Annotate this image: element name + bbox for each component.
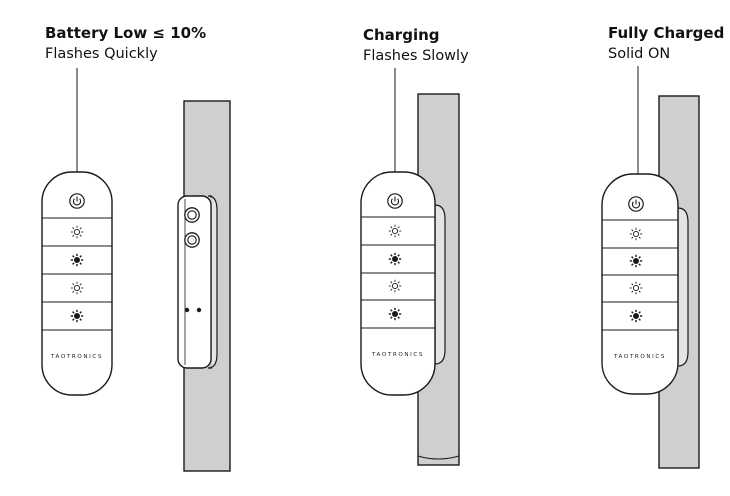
mount-edge [677,207,689,367]
screw-icon [184,307,190,313]
label-battery-low: Battery Low ≤ 10% Flashes Quickly [45,24,206,64]
label-desc: Solid ON [608,46,671,62]
remote-control-2: TAOTRONICS [360,171,436,396]
label-title: Battery Low ≤ 10% [45,24,207,42]
magnet-icon [184,232,200,248]
remote-control-3: TAOTRONICS [601,173,679,395]
remote-control-1: TAOTRONICS [41,171,113,396]
label-desc: Flashes Quickly [45,46,158,62]
screw-icon [196,307,202,313]
brand-logo: TAOTRONICS [50,354,103,360]
brightness-up-icon [629,254,643,268]
mount-edge [434,204,446,365]
wall-mount-bracket [177,195,218,369]
color-cool-icon [70,309,84,323]
label-fully-charged: Fully Charged Solid ON [608,24,724,64]
magnet-icon [184,207,200,223]
brand-logo: TAOTRONICS [613,354,666,360]
brightness-up-icon [388,252,402,266]
label-desc: Flashes Slowly [363,48,469,64]
brightness-up-icon [70,253,84,267]
label-charging: Charging Flashes Slowly [363,26,469,66]
brand-logo: TAOTRONICS [371,352,424,358]
label-title: Charging [363,26,440,44]
color-cool-icon [388,307,402,321]
color-cool-icon [629,309,643,323]
label-title: Fully Charged [608,24,725,42]
